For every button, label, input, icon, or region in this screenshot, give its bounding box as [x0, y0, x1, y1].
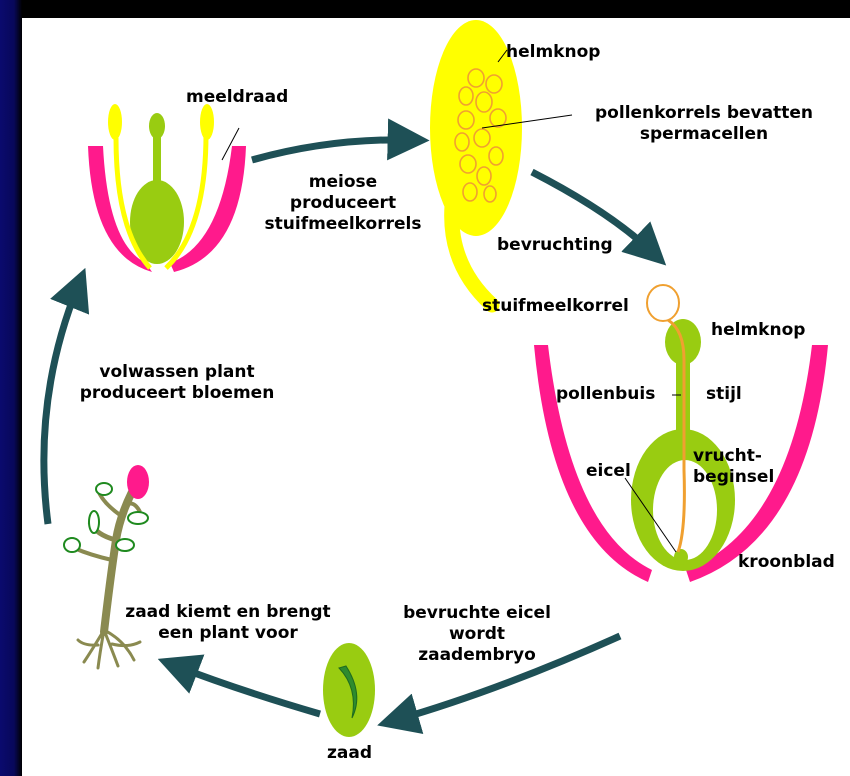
label-volwassen-plant: volwassen plant produceert bloemen	[52, 362, 302, 404]
label-stuifmeelkorrel: stuifmeelkorrel	[482, 296, 629, 317]
plant-branch-d	[74, 548, 112, 560]
stamen-anther-left	[108, 104, 122, 140]
plant-bud	[127, 465, 149, 499]
label-eicel: eicel	[586, 461, 631, 482]
label-helmknop-anther: helmknop	[506, 42, 600, 63]
pollen-grain-large	[647, 285, 679, 321]
arrow-plant-to-flower	[44, 286, 78, 524]
label-vruchtbeginsel: vrucht- beginsel	[693, 446, 774, 488]
label-pollenbuis: pollenbuis	[556, 384, 655, 405]
label-meeldraad: meeldraad	[186, 87, 288, 108]
seed-body	[323, 643, 375, 737]
label-bevruchting: bevruchting	[497, 235, 613, 256]
flower-stigma	[149, 113, 165, 139]
label-zaad: zaad	[327, 743, 372, 764]
label-pollenkorrels: pollenkorrels bevatten spermacellen	[573, 103, 835, 145]
label-kroonblad: kroonblad	[738, 552, 835, 573]
arrow-flower-to-anther	[252, 140, 410, 160]
seed-illustration	[323, 643, 375, 737]
stamen-anther-right	[200, 104, 214, 140]
label-stijl: stijl	[706, 384, 742, 405]
label-meiose: meiose produceert stuifmeelkorrels	[254, 172, 432, 235]
label-helmknop-pistil: helmknop	[711, 320, 805, 341]
label-bevruchte-eicel: bevruchte eicel wordt zaadembryo	[386, 603, 568, 666]
arrow-seed-to-plant	[176, 666, 320, 714]
label-zaad-kiemt: zaad kiemt en brengt een plant voor	[118, 602, 338, 644]
flower-illustration	[88, 104, 246, 272]
